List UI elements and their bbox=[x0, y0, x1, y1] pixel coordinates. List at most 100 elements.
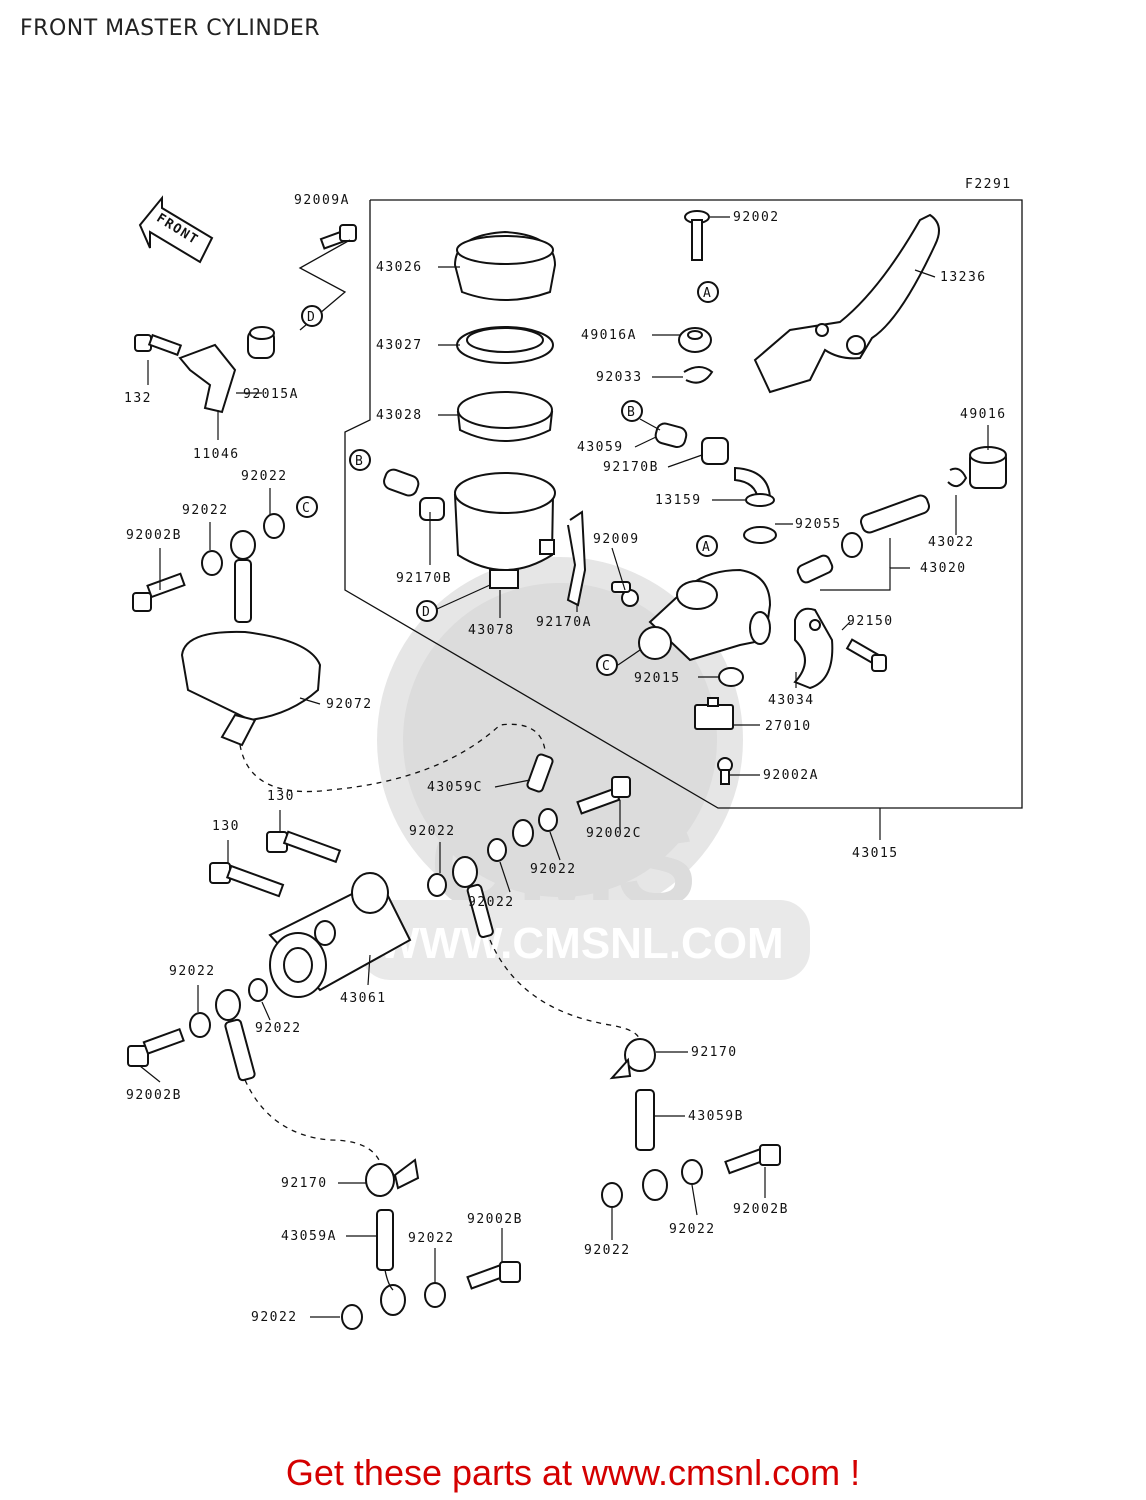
ref-marker-c-right: C bbox=[596, 654, 618, 676]
label-92022-d: 92022 bbox=[530, 862, 577, 877]
label-27010: 27010 bbox=[765, 719, 812, 734]
label-43015: 43015 bbox=[852, 846, 899, 861]
hose-43059b-part bbox=[635, 1089, 668, 1201]
assembly-outline bbox=[344, 199, 1023, 809]
oring-92055-part bbox=[743, 526, 777, 544]
label-92022-h: 92022 bbox=[669, 1222, 716, 1237]
banjo-lower-left-part bbox=[215, 989, 256, 1082]
brake-switch-part bbox=[694, 697, 734, 730]
svg-text:B: B bbox=[627, 405, 636, 420]
bolt-92002b-lower-left-part bbox=[127, 1027, 185, 1067]
svg-text:D: D bbox=[422, 605, 431, 620]
leader-lines bbox=[139, 216, 989, 1318]
label-43059a: 43059A bbox=[281, 1229, 337, 1244]
washer-92022-k-part bbox=[681, 1159, 703, 1185]
bolt-130-lower-part bbox=[209, 862, 285, 898]
bolt-92002b-upper-part bbox=[132, 572, 186, 612]
master-cylinder-body-part bbox=[638, 568, 772, 662]
ref-marker-c-left: C bbox=[296, 496, 318, 518]
washer-92022-j-part bbox=[601, 1182, 623, 1208]
front-direction-arrow: FRONT bbox=[138, 195, 214, 264]
ref-marker-d-upper: D bbox=[301, 305, 323, 327]
label-130-lower: 130 bbox=[212, 819, 240, 834]
ref-marker-b-left: B bbox=[349, 449, 371, 471]
bolt-92002c-part bbox=[576, 776, 631, 815]
guide-line-d bbox=[298, 239, 351, 331]
bracket-11046-part bbox=[178, 343, 237, 414]
label-43059c: 43059C bbox=[427, 780, 483, 795]
banjo-center-part bbox=[452, 856, 494, 938]
label-43034: 43034 bbox=[768, 693, 815, 708]
hose-route-left bbox=[244, 1079, 381, 1163]
nut-92015-part bbox=[718, 667, 744, 687]
label-43020: 43020 bbox=[920, 561, 967, 576]
circlip-92033-part bbox=[683, 366, 714, 384]
label-49016a: 49016A bbox=[581, 328, 637, 343]
reservoir-cap-part bbox=[453, 230, 557, 301]
page-title: FRONT MASTER CYLINDER bbox=[20, 16, 321, 41]
label-92022-a: 92022 bbox=[241, 469, 288, 484]
bolt-92150-part bbox=[845, 638, 887, 672]
svg-text:C: C bbox=[302, 501, 311, 516]
screw-92009-part bbox=[611, 581, 639, 607]
label-92009a: 92009A bbox=[294, 193, 350, 208]
hose-route-upper bbox=[239, 723, 546, 793]
label-92015a: 92015A bbox=[243, 387, 299, 402]
label-43061: 43061 bbox=[340, 991, 387, 1006]
holder-43034-part bbox=[793, 607, 834, 690]
label-92022-e: 92022 bbox=[468, 895, 515, 910]
joint-43061-part bbox=[268, 872, 412, 998]
label-92170-right: 92170 bbox=[691, 1045, 738, 1060]
svg-text:C: C bbox=[602, 659, 611, 674]
label-92150: 92150 bbox=[847, 614, 894, 629]
promo-link[interactable]: Get these parts at www.cmsnl.com ! bbox=[285, 1452, 861, 1493]
label-92002-top: 92002 bbox=[733, 210, 780, 225]
svg-text:B: B bbox=[355, 454, 364, 469]
label-49016: 49016 bbox=[960, 407, 1007, 422]
part-labels: 92009A 92002 43026 13236 43027 49016A 92… bbox=[124, 193, 1007, 1325]
collar-92015a-part bbox=[247, 326, 275, 359]
label-92033: 92033 bbox=[596, 370, 643, 385]
label-92022-c: 92022 bbox=[409, 824, 456, 839]
screw-92002a-part bbox=[717, 757, 733, 785]
label-130-upper: 130 bbox=[267, 789, 295, 804]
bolt-130-upper-part bbox=[266, 830, 342, 864]
ref-marker-d-lower: D bbox=[416, 600, 438, 622]
label-92022-i: 92022 bbox=[584, 1243, 631, 1258]
clamp-92170b-left-part bbox=[383, 468, 445, 521]
label-92022-b: 92022 bbox=[182, 503, 229, 518]
clamp-92170-lower-part bbox=[365, 1158, 420, 1197]
label-43059b: 43059B bbox=[688, 1109, 744, 1124]
screw-92002-part bbox=[684, 210, 710, 261]
hose-route-right bbox=[489, 939, 641, 1043]
banjo-upper-left-part bbox=[230, 530, 256, 623]
label-92170-lower: 92170 bbox=[281, 1176, 328, 1191]
label-92055: 92055 bbox=[795, 517, 842, 532]
label-43022: 43022 bbox=[928, 535, 975, 550]
washer-92022-f-part bbox=[189, 1012, 211, 1038]
label-92002b-b: 92002B bbox=[126, 1088, 182, 1103]
label-92002c: 92002C bbox=[586, 826, 642, 841]
washer-92022-c-part bbox=[538, 808, 558, 832]
bracket-92170a-part bbox=[566, 510, 587, 607]
promo-banner[interactable]: Get these parts at www.cmsnl.com ! bbox=[0, 1452, 1146, 1494]
label-43078: 43078 bbox=[468, 623, 515, 638]
clamp-92170-right-part bbox=[609, 1038, 656, 1080]
ref-marker-a-lower: A bbox=[696, 535, 718, 557]
label-92170b-right: 92170B bbox=[603, 460, 659, 475]
label-92170b-left: 92170B bbox=[396, 571, 452, 586]
label-92022-j: 92022 bbox=[408, 1231, 455, 1246]
boot-49016-part bbox=[969, 446, 1007, 489]
watermark-url: WWW.CMSNL.COM bbox=[378, 919, 784, 968]
label-13236: 13236 bbox=[940, 270, 987, 285]
bolt-92002b-lower-center-part bbox=[466, 1261, 521, 1290]
label-132: 132 bbox=[124, 391, 152, 406]
ref-marker-b-right: B bbox=[621, 400, 643, 422]
washer-92022-h-part bbox=[424, 1282, 446, 1308]
ref-marker-a-upper: A bbox=[697, 281, 719, 303]
boot-49016a-part bbox=[678, 327, 712, 353]
label-43059: 43059 bbox=[577, 440, 624, 455]
washer-92022-a-part bbox=[201, 550, 223, 576]
label-92002a: 92002A bbox=[763, 768, 819, 783]
